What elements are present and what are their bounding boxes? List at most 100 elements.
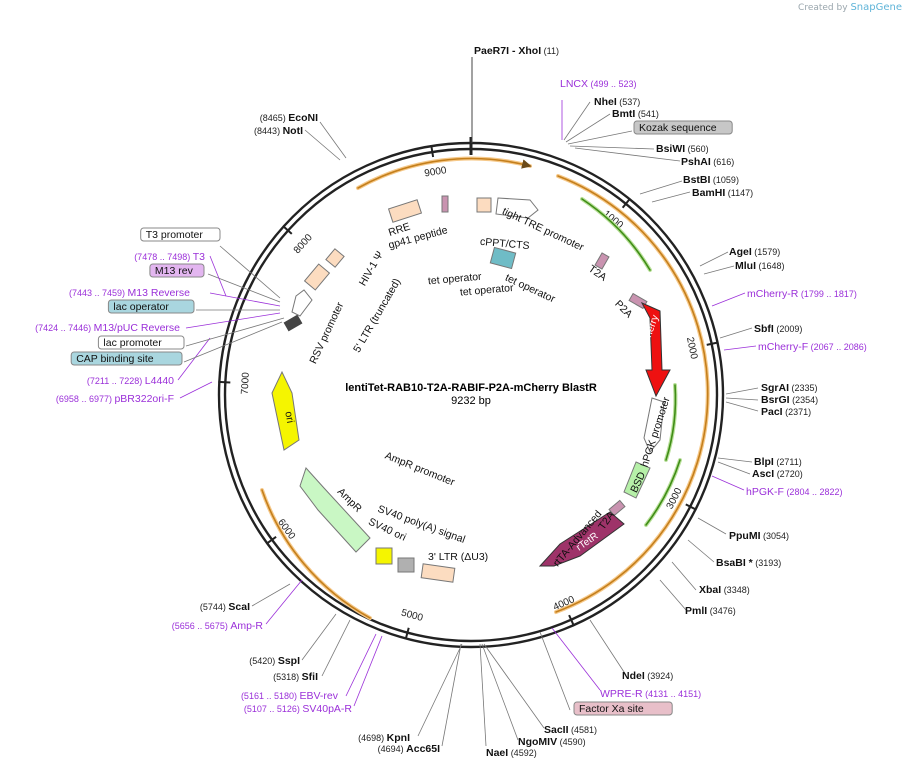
annotation-bsabi: BsaBI * (3193) [716,557,781,569]
annotation-label: BsaBI * [716,557,754,569]
leader-wprer [551,627,601,691]
annotation-mcherryf: mCherry-F (2067 .. 2086) [758,341,867,353]
annotation-label: NgoMIV [518,736,557,748]
annotation-m13rev: M13 rev [149,263,205,278]
sv40ori-box [375,547,393,565]
annotation-label: NdeI [622,670,645,682]
tick-mark [568,614,575,627]
annotation-name: lac operator [113,301,169,313]
annotation-name: BlpI (2711) [754,456,802,468]
annotation-name: AgeI (1579) [729,246,780,258]
annotation-position: (541) [635,109,659,119]
annotation-position: (8465) [260,113,289,123]
map-title: lentiTet-RAB10-T2A-RABIF-P2A-mCherry Bla… [345,382,597,394]
orf-arc-green-1-core [581,198,651,271]
annotation-acc65i: (4694) Acc65I [378,743,440,755]
annotation-label: AgeI [729,246,752,258]
annotation-kpni: (4698) KpnI [358,732,410,744]
annotation-position: (11) [541,46,559,56]
annotation-ampr_primer: (5656 .. 5675) Amp-R [172,620,264,632]
annotation-bamhi: BamHI (1147) [692,187,753,199]
leader-lines [177,100,759,747]
cppt-box [476,197,492,213]
annotation-ndei: NdeI (3924) [622,670,673,682]
leader-l4440 [177,337,211,381]
tick-label: 9000 [424,165,448,179]
orf-arc-green-3-core [645,459,681,526]
annotation-name: (5161 .. 5180) EBV-rev [241,690,339,702]
annotation-position: (6958 .. 6977) [56,394,115,404]
annotation-name: (7478 .. 7498) T3 [134,251,205,263]
annotation-label: EcoNI [288,112,318,124]
annotation-position: (2720) [774,469,803,479]
annotation-sacii: SacII (4581) [544,724,597,736]
annotation-extra: - XhoI [509,45,541,57]
annotation-ngomiv: NgoMIV (4590) [518,736,586,748]
annotation-agei: AgeI (1579) [729,246,780,258]
tick-mark [621,197,631,209]
annotation-position: (1799 .. 1817) [798,289,857,299]
annotation-name: mCherry-F (2067 .. 2086) [758,341,867,353]
annotation-t3: (7478 .. 7498) T3 [134,251,205,263]
orf-arc-green-2-core [665,384,677,461]
leader-agei [699,251,729,267]
annotation-position: (2335) [789,383,818,393]
annotation-position: (2354) [790,395,819,405]
annotation-name: (7424 .. 7446) M13/pUC Reverse [35,322,180,334]
annotation-sfii: (5318) SfiI [273,671,318,683]
annotation-name: (4698) KpnI [358,732,410,744]
annotation-lncx: LNCX (499 .. 523) [560,78,637,90]
annotation-name: (6958 .. 6977) pBR322ori-F [56,393,174,405]
annotation-ebvrev: (5161 .. 5180) EBV-rev [241,690,339,702]
annotation-label: T3 [193,251,205,263]
feature-label-tetop1: tet operator [427,271,482,288]
annotation-position: (5318) [273,672,302,682]
annotation-name: XbaI (3348) [699,584,750,596]
annotation-econi: (8465) EcoNI [260,112,318,124]
leader-nhei [563,101,591,141]
annotation-pbr322: (6958 .. 6977) pBR322ori-F [56,393,174,405]
feature-label-amprp: AmpR promoter [383,450,457,489]
annotation-position: (3193) [753,558,782,568]
leader-factorxa [539,631,571,711]
annotation-nhei: NheI (537) [594,96,640,108]
annotation-sv40par: (5107 .. 5126) SV40pA-R [244,703,353,715]
brand-name: SnapGene [850,2,902,13]
tre-arrow [495,197,539,219]
annotation-name: Factor Xa site [579,703,644,715]
annotation-sbfi: SbfI (2009) [754,323,802,335]
annotation-position: (1147) [725,188,753,198]
annotation-name: PacI (2371) [761,406,811,418]
bsd-arrow [623,461,651,499]
mcherry-arrow [640,301,671,398]
annotation-label: PacI [761,406,783,418]
annotation-factorxa: Factor Xa site [573,701,673,716]
tick-label: 8000 [292,232,315,256]
leader-econi [319,121,347,159]
annotation-name: lac promoter [103,337,162,349]
annotation-label: SV40pA-R [302,703,352,715]
annotation-name: (7211 .. 7228) L4440 [87,375,174,387]
annotation-name: NheI (537) [594,96,640,108]
annotation-name: PshAI (616) [681,156,734,168]
feature-label-tetop3: tet operator [459,282,514,299]
annotation-name: BamHI (1147) [692,187,753,199]
leader-bmti [565,113,611,143]
annotation-label: M13 Reverse [128,287,191,299]
annotation-lacop: lac operator [107,299,195,314]
annotation-name: NdeI (3924) [622,670,673,682]
annotation-box [140,227,221,242]
annotation-name: (5318) SfiI [273,671,318,683]
annotation-name: SacII (4581) [544,724,597,736]
annotation-capbs: CAP binding site [70,351,183,366]
ori-arrow [271,370,300,451]
annotation-name: CAP binding site [76,353,154,365]
annotation-xbai: XbaI (3348) [699,584,750,596]
annotation-t3prom: T3 promoter [140,227,221,242]
annotation-box [633,120,733,135]
ltr5-box [303,263,331,291]
tick-mark [282,225,293,235]
leader-noti [304,129,341,161]
leader-bsiwi [569,145,655,150]
